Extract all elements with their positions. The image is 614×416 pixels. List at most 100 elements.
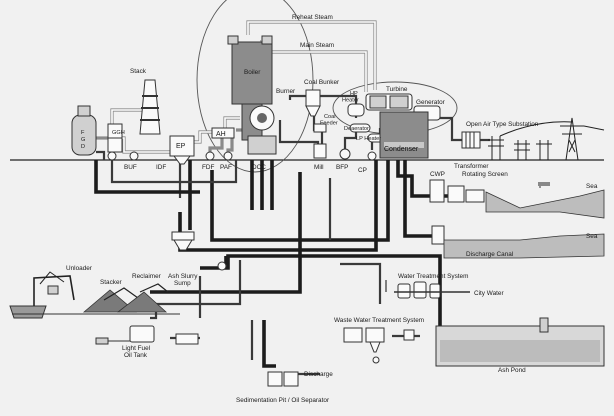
cooling-water-intake bbox=[396, 160, 452, 198]
label-light-fuel-oil-tank: Light Fuel Oil Tank bbox=[122, 345, 152, 359]
transformer-unit bbox=[461, 131, 481, 149]
idf-fan bbox=[129, 151, 139, 161]
boiler-highlight-ellipse bbox=[196, 0, 314, 173]
label-coal-feeder-line2: Feeder bbox=[320, 121, 338, 127]
label-reclaimer: Reclaimer bbox=[132, 273, 162, 280]
label-fgd-f: F bbox=[81, 130, 85, 136]
label-turbine: Turbine bbox=[386, 86, 408, 93]
label-condenser: Condenser bbox=[384, 146, 419, 153]
label-ash-slurry-sump: Ash Slurry Sump bbox=[168, 273, 199, 287]
label-discharge: Discharge bbox=[304, 371, 333, 378]
buf-fan bbox=[107, 151, 117, 161]
label-fgd-g: G bbox=[81, 137, 85, 143]
label-main-steam: Main Steam bbox=[300, 42, 334, 49]
label-hp-heater-line2: Heater bbox=[342, 98, 359, 104]
ggh-unit bbox=[107, 123, 123, 153]
mill-unit bbox=[313, 143, 327, 159]
flue-gas-duct-ep-core bbox=[115, 137, 170, 153]
generator-output bbox=[440, 116, 462, 142]
fdf-fan bbox=[205, 151, 215, 161]
coal-conveyor bbox=[150, 172, 302, 294]
label-deaerator: Deaerator bbox=[344, 126, 369, 132]
label-stack: Stack bbox=[130, 68, 147, 75]
label-fgd: F G D bbox=[81, 130, 87, 150]
label-coal-feeder-line1: Coal bbox=[324, 114, 336, 120]
sea-upper bbox=[485, 182, 605, 219]
label-city-water: City Water bbox=[474, 290, 504, 297]
label-paf: PAF bbox=[220, 164, 232, 171]
label-boiler: Boiler bbox=[244, 69, 261, 76]
buf-return-line bbox=[110, 160, 238, 184]
burner-unit bbox=[247, 105, 277, 155]
label-buf: BUF bbox=[124, 164, 137, 171]
cwp-intake bbox=[429, 179, 485, 203]
ep-unit bbox=[169, 135, 195, 165]
label-ash-slurry-line2: Sump bbox=[174, 280, 191, 287]
label-ash-pond: Ash Pond bbox=[498, 367, 526, 374]
bfp-pump bbox=[339, 148, 351, 160]
label-fuel-oil-line2: Oil Tank bbox=[124, 352, 148, 359]
label-ep: EP bbox=[176, 143, 186, 150]
label-transformer: Transformer bbox=[454, 163, 489, 170]
label-reheat-steam: Reheat Steam bbox=[292, 14, 333, 21]
label-rotating-screen: Rotating Screen bbox=[462, 171, 508, 178]
ash-water-line bbox=[178, 160, 378, 252]
label-coal-bunker: Coal Bunker bbox=[304, 79, 340, 86]
label-ggh: GGH bbox=[112, 130, 125, 136]
reheat-steam-pipe-core bbox=[247, 21, 376, 90]
label-hp-heater-line1: HP bbox=[350, 91, 358, 97]
coal-stacker bbox=[82, 287, 139, 313]
label-lp-heater: LP Heater bbox=[356, 136, 381, 142]
label-open-air-substation: Open Air Type Substation bbox=[466, 121, 539, 128]
cooling-water-discharge bbox=[403, 160, 440, 238]
pulverized-coal-line bbox=[278, 120, 320, 150]
ash-pond bbox=[435, 317, 605, 367]
label-bfp: BFP bbox=[336, 164, 348, 171]
label-unloader: Unloader bbox=[66, 265, 93, 272]
fgd-outlet-line bbox=[94, 160, 200, 194]
feedwater-line bbox=[343, 130, 358, 150]
deaerator-unit bbox=[349, 123, 371, 133]
label-dcc: DCC bbox=[252, 164, 266, 171]
ash-slurry-sump bbox=[171, 231, 227, 271]
coal-reclaimer bbox=[116, 283, 169, 313]
label-stacker: Stacker bbox=[100, 279, 123, 286]
label-sea-upper: Sea bbox=[586, 183, 598, 190]
label-cwp: CWP bbox=[430, 171, 445, 178]
label-fuel-oil-line1: Light Fuel bbox=[122, 345, 150, 352]
label-idf: IDF bbox=[156, 164, 166, 171]
label-waste-water-treatment: Waste Water Treatment System bbox=[334, 317, 424, 324]
stack bbox=[139, 79, 161, 135]
label-hp-heater: HP Heater bbox=[342, 91, 359, 104]
label-sedimentation-pit: Sedimentation Pit / Oil Separator bbox=[236, 397, 330, 404]
ah-unit bbox=[211, 127, 235, 139]
label-fdf: FDF bbox=[202, 164, 215, 171]
label-coal-feeder: Coal Feeder bbox=[320, 114, 338, 127]
discharge-outfall bbox=[431, 225, 605, 259]
sedimentation-pit bbox=[267, 371, 299, 387]
label-ah: AH bbox=[216, 131, 226, 138]
cp-pump bbox=[367, 151, 377, 161]
label-fgd-d: D bbox=[81, 144, 85, 150]
waste-water-unit bbox=[343, 327, 415, 364]
label-ash-slurry-line1: Ash Slurry bbox=[168, 273, 198, 280]
paf-fan bbox=[223, 151, 233, 161]
light-fuel-oil-tank bbox=[95, 325, 199, 345]
fgd-unit bbox=[71, 105, 97, 156]
fgd-drain bbox=[96, 150, 106, 160]
water-treatment-branch bbox=[340, 262, 382, 304]
label-burner: Burner bbox=[276, 88, 296, 95]
substation-towers bbox=[488, 117, 605, 161]
sedimentation-inlet bbox=[262, 320, 276, 368]
water-treatment-unit bbox=[385, 280, 470, 299]
coal-feeder bbox=[313, 123, 327, 133]
label-water-treatment: Water Treatment System bbox=[398, 273, 468, 280]
coal-bunker bbox=[305, 89, 321, 117]
hp-heater bbox=[347, 103, 365, 117]
condenser-unit bbox=[379, 111, 429, 159]
turbine-unit bbox=[365, 93, 413, 111]
label-mill: Mill bbox=[314, 164, 324, 171]
label-cp: CP bbox=[358, 167, 367, 174]
